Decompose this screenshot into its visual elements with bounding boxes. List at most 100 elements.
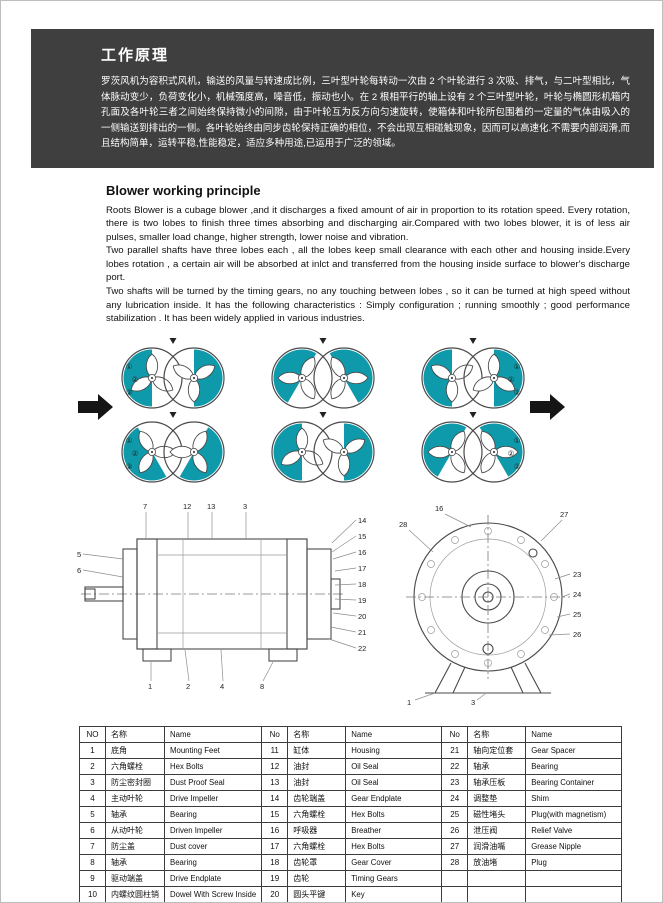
- english-paragraph-3: Two shafts will be turned by the timing …: [106, 286, 630, 325]
- rotor-panel-3: ① ② ③: [421, 337, 525, 409]
- part-callout: 3: [243, 502, 247, 511]
- part-callout: 15: [358, 532, 366, 541]
- table-cell: 24: [441, 789, 469, 807]
- end-view: 16 27 28 23 24 25 26 1 3: [399, 504, 581, 707]
- table-cell: 内螺纹圆柱销: [105, 885, 165, 902]
- leader-lines: [408, 513, 571, 701]
- table-cell: 6: [79, 821, 106, 839]
- table-cell: 轴承: [105, 805, 165, 823]
- table-cell: 13: [261, 773, 289, 791]
- assembly-drawings: 7 12 13 3 14 15 16 17 18 19 20 21 22 5 6…: [77, 502, 581, 707]
- part-callout: 2: [186, 682, 190, 691]
- table-cell: Driven Impeller: [163, 821, 263, 839]
- table-header-cell: Name: [345, 725, 443, 743]
- side-section-view: 7 12 13 3 14 15 16 17 18 19 20 21 22 5 6…: [77, 502, 366, 691]
- table-cell: 齿轮: [287, 869, 347, 887]
- lobe-number-label: ③: [514, 462, 521, 471]
- table-cell: 10: [79, 885, 106, 902]
- part-callout: 1: [407, 698, 411, 707]
- table-cell: 8: [79, 853, 106, 871]
- part-callout: 4: [220, 682, 224, 691]
- table-cell: 20: [261, 885, 289, 902]
- lobe-number-label: ②: [132, 449, 139, 458]
- part-callout: 14: [358, 516, 366, 525]
- table-cell: 六角螺栓: [287, 837, 347, 855]
- part-callout: 23: [573, 570, 581, 579]
- assembly-drawings-figure: 7 12 13 3 14 15 16 17 18 19 20 21 22 5 6…: [73, 497, 662, 714]
- table-cell: Shim: [525, 789, 623, 807]
- table-cell: 19: [261, 869, 289, 887]
- part-callout: 28: [399, 520, 407, 529]
- chinese-body-text: 罗茨风机为容积式风机，输送的风量与转速成比例，三叶型叶轮每转动一次由 2 个叶轮…: [101, 76, 630, 149]
- rotor-panel-2: [263, 337, 383, 409]
- table-cell: Gear Spacer: [525, 741, 623, 759]
- rotor-panel-4: ① ② ③: [113, 411, 233, 491]
- table-cell: 16: [261, 821, 289, 839]
- table-cell: [525, 869, 623, 887]
- table-cell: 9: [79, 869, 106, 887]
- table-cell: 磁性堵头: [467, 805, 527, 823]
- inlet-arrow-icon: [78, 393, 113, 420]
- lobe-number-label: ②: [508, 375, 515, 384]
- table-header-cell: NO: [79, 725, 106, 743]
- table-cell: Key: [345, 885, 443, 902]
- table-cell: Plug(with magnetism): [525, 805, 623, 823]
- chinese-principle-section: 工作原理 罗茨风机为容积式风机，输送的风量与转速成比例，三叶型叶轮每转动一次由 …: [31, 29, 654, 168]
- table-cell: 23: [441, 773, 469, 791]
- table-cell: [467, 869, 527, 887]
- lobe-number-label: ①: [126, 436, 133, 445]
- table-cell: 15: [261, 805, 289, 823]
- table-cell: 18: [261, 853, 289, 871]
- table-cell: 12: [261, 757, 289, 775]
- table-cell: 油封: [287, 757, 347, 775]
- lobe-number-label: ③: [126, 388, 133, 397]
- table-cell: 油封: [287, 773, 347, 791]
- table-cell: Mounting Feet: [163, 741, 263, 759]
- part-callout: 6: [77, 566, 81, 575]
- table-cell: [441, 885, 469, 902]
- english-heading: Blower working principle: [106, 182, 261, 198]
- table-cell: 放油堵: [467, 853, 527, 871]
- table-cell: 主动叶轮: [105, 789, 165, 807]
- english-principle-section: Blower working principle Roots Blower is…: [106, 183, 630, 326]
- rotor-panel-1: ① ② ③: [121, 337, 228, 409]
- table-cell: 4: [79, 789, 106, 807]
- table-cell: Relief Valve: [525, 821, 623, 839]
- outlet-arrow-icon: [530, 393, 565, 420]
- table-cell: 17: [261, 837, 289, 855]
- table-cell: 轴承压板: [467, 773, 527, 791]
- table-cell: [467, 885, 527, 902]
- table-header-cell: 名称: [467, 725, 527, 743]
- table-cell: 21: [441, 741, 469, 759]
- table-cell: 轴承: [105, 853, 165, 871]
- part-callout: 18: [358, 580, 366, 589]
- part-callout: 16: [358, 548, 366, 557]
- part-callout: 24: [573, 590, 581, 599]
- lobe-number-label: ①: [514, 436, 521, 445]
- lobe-number-label: ①: [126, 362, 133, 371]
- table-cell: 26: [441, 821, 469, 839]
- english-paragraph-1: Roots Blower is a cubage blower ,and it …: [106, 204, 630, 243]
- table-cell: Breather: [345, 821, 443, 839]
- table-cell: 5: [79, 805, 106, 823]
- table-cell: Gear Endplate: [345, 789, 443, 807]
- part-callout: 13: [207, 502, 215, 511]
- lobe-number-label: ②: [508, 449, 515, 458]
- part-callout: 25: [573, 610, 581, 619]
- table-cell: 防尘盖: [105, 837, 165, 855]
- part-callout: 7: [143, 502, 147, 511]
- table-cell: 防尘密封圈: [105, 773, 165, 791]
- table-cell: Bearing: [163, 805, 263, 823]
- table-cell: Bearing: [163, 853, 263, 871]
- table-cell: 齿轮端盖: [287, 789, 347, 807]
- table-cell: 7: [79, 837, 106, 855]
